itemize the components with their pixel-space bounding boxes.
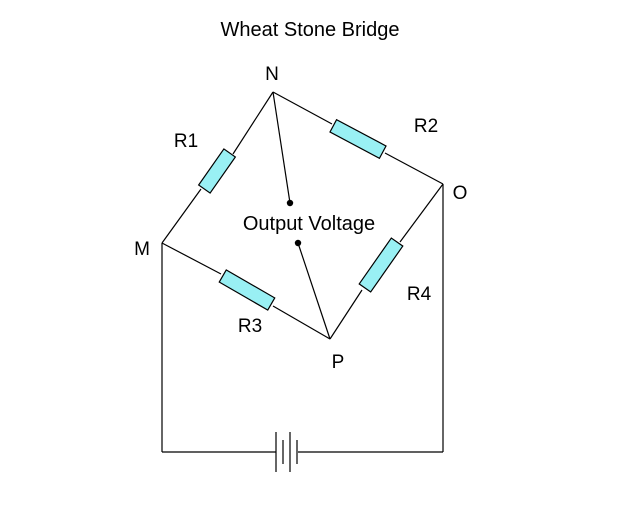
- resistor-label-r3: R3: [238, 316, 262, 337]
- wire-o-r4: [399, 183, 444, 243]
- wire-r3-p: [272, 305, 331, 340]
- node-label-m: M: [134, 239, 150, 260]
- wire-r1-m: [161, 188, 202, 244]
- resistor-r1: [197, 148, 237, 194]
- output-voltage-label: Output Voltage: [243, 213, 375, 235]
- resistor-r3: [218, 269, 276, 311]
- wire-n-r1: [232, 91, 274, 155]
- output-terminal-bottom: [294, 239, 302, 247]
- node-label-o: O: [453, 183, 468, 204]
- resistor-r4: [358, 237, 404, 293]
- diagram-title: Wheat Stone Bridge: [221, 19, 400, 41]
- battery-symbol: [275, 432, 298, 472]
- wire-m-r3: [161, 242, 222, 275]
- output-lead-p: [297, 242, 331, 340]
- output-lead-n: [272, 91, 291, 204]
- resistor-label-r4: R4: [407, 284, 432, 305]
- wire-r4-p: [329, 289, 363, 340]
- resistor-label-r2: R2: [414, 116, 438, 137]
- node-label-p: P: [332, 352, 345, 373]
- wire-n-r2: [272, 91, 333, 125]
- output-terminal-top: [286, 199, 294, 207]
- node-label-n: N: [265, 64, 279, 85]
- resistor-r2: [329, 118, 387, 160]
- wire-r2-o: [384, 152, 444, 185]
- resistor-label-r1: R1: [174, 131, 198, 152]
